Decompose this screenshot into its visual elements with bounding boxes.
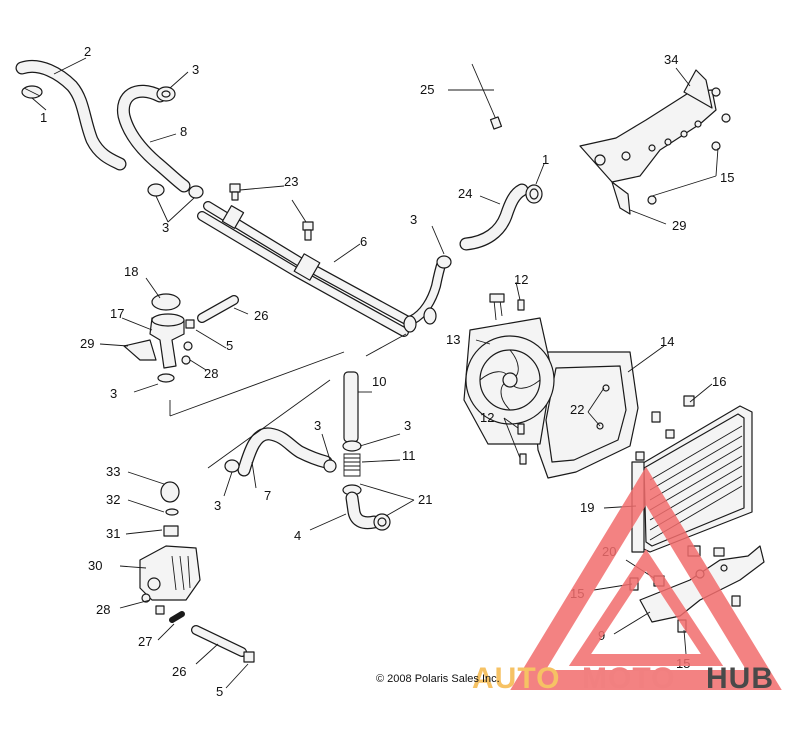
watermark-triangle (510, 466, 782, 690)
callout-15: 15 (720, 170, 734, 185)
callout-5: 5 (226, 338, 233, 353)
bracket-34 (579, 69, 731, 215)
clamp-1-left (21, 85, 43, 99)
callout-7: 7 (264, 488, 271, 503)
copyright-notice: © 2008 Polaris Sales Inc. (376, 673, 500, 685)
callout-26: 26 (254, 308, 268, 323)
clamp-3-center (436, 255, 452, 269)
callout-4: 4 (294, 528, 301, 543)
watermark-hub: HUB (706, 662, 774, 695)
callout-30: 30 (88, 558, 102, 573)
clamp-3-left-pair (147, 183, 204, 199)
callout-18: 18 (124, 264, 138, 279)
fan-13 (463, 293, 555, 445)
callout-8: 8 (180, 124, 187, 139)
hose-4 (342, 484, 391, 531)
callout-1: 1 (542, 152, 549, 167)
callout-24: 24 (458, 186, 472, 201)
callout-labels: 2 1 3 8 3 23 6 25 1 24 3 34 15 29 18 17 … (40, 44, 734, 699)
callout-16: 16 (712, 374, 726, 389)
callout-3: 3 (192, 62, 199, 77)
callout-34: 34 (664, 52, 678, 67)
callout-3: 3 (110, 386, 117, 401)
tube-6 (197, 201, 447, 337)
callout-3: 3 (404, 418, 411, 433)
leader-lines (31, 57, 719, 689)
nut-16 (635, 395, 695, 461)
watermark: AUTO MOTO HUB (472, 466, 782, 695)
callout-12: 12 (514, 272, 528, 287)
filler-neck-17 (123, 293, 193, 383)
callout-17: 17 (110, 306, 124, 321)
callout-19: 19 (580, 500, 594, 515)
callout-31: 31 (106, 526, 120, 541)
callout-12: 12 (480, 410, 494, 425)
hose-24 (459, 183, 543, 251)
callout-3: 3 (410, 212, 417, 227)
callout-11: 11 (402, 448, 416, 463)
callout-5: 5 (216, 684, 223, 699)
watermark-moto: MOTO (582, 662, 675, 695)
watermark-auto: AUTO (472, 662, 560, 695)
callout-25: 25 (420, 82, 434, 97)
shroud-14 (533, 351, 639, 479)
hose-7 (224, 427, 337, 477)
bolt-23 (229, 183, 314, 241)
callout-2: 2 (84, 44, 91, 59)
hose-26-lower (191, 625, 255, 663)
callout-28: 28 (96, 602, 110, 617)
callout-3: 3 (214, 498, 221, 513)
hose-10 (342, 371, 362, 477)
screw-12 (517, 299, 527, 465)
callout-14: 14 (660, 334, 674, 349)
hose-26-upper (185, 295, 239, 329)
callout-29: 29 (80, 336, 94, 351)
rod-25 (471, 63, 503, 130)
callout-33: 33 (106, 464, 120, 479)
hose-2 (15, 60, 127, 171)
callout-22: 22 (570, 402, 584, 417)
callout-13: 13 (446, 332, 460, 347)
callout-27: 27 (138, 634, 152, 649)
callout-10: 10 (372, 374, 386, 389)
callout-28: 28 (204, 366, 218, 381)
callout-23: 23 (284, 174, 298, 189)
callout-32: 32 (106, 492, 120, 507)
watermark-triangle-inner (568, 549, 724, 666)
callout-6: 6 (360, 234, 367, 249)
reservoir-30 (139, 481, 201, 623)
callout-21: 21 (418, 492, 432, 507)
callout-3: 3 (162, 220, 169, 235)
callout-26: 26 (172, 664, 186, 679)
clamp-3-top (156, 86, 176, 102)
callout-1: 1 (40, 110, 47, 125)
callout-29: 29 (672, 218, 686, 233)
hose-8 (116, 84, 191, 193)
callout-3: 3 (314, 418, 321, 433)
